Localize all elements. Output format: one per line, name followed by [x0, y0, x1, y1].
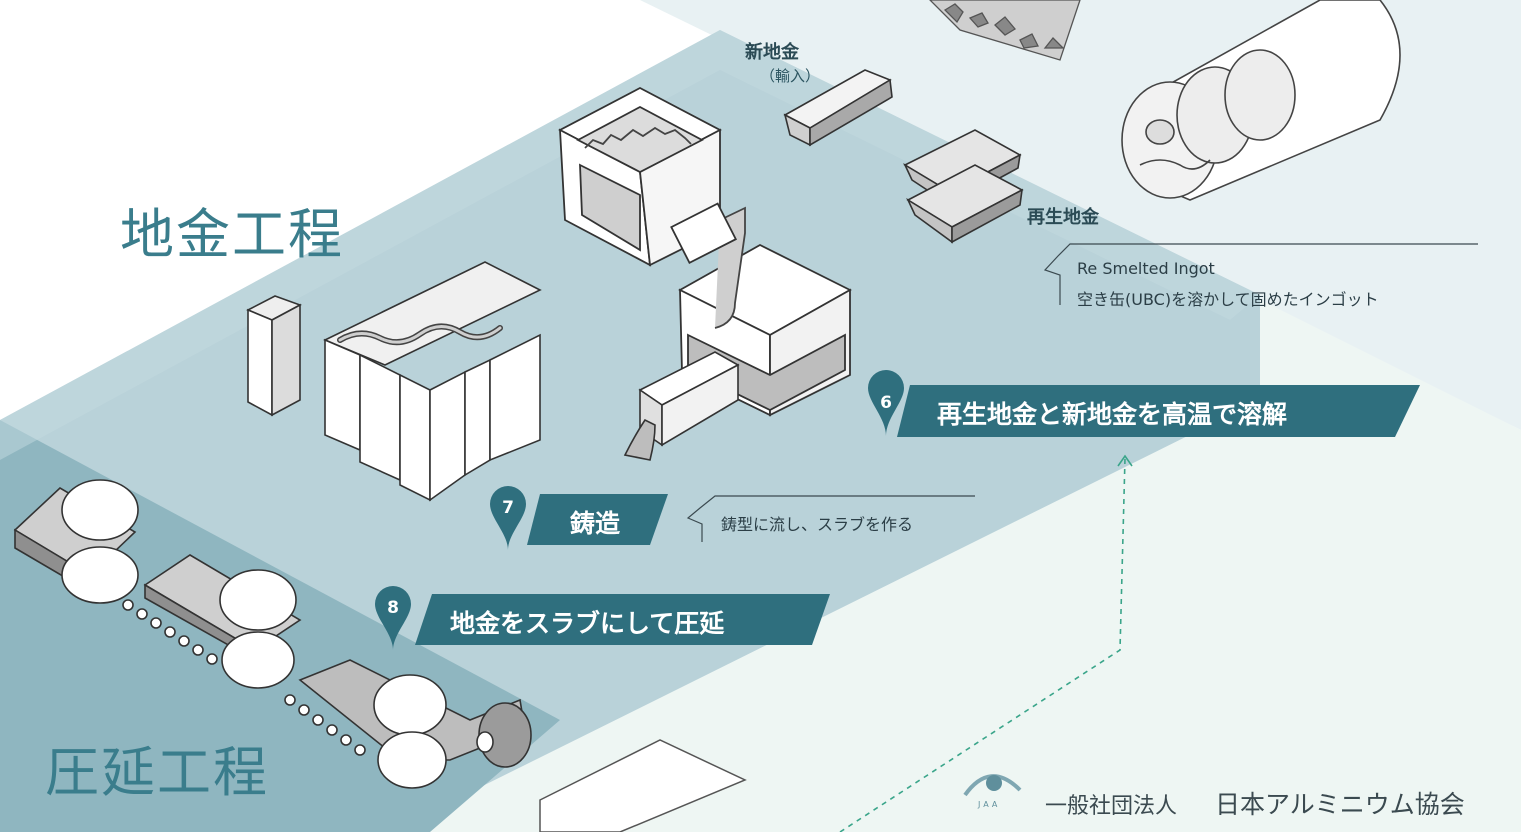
jaa-logo-icon: [963, 774, 1022, 797]
primary-ingot-icon: [783, 69, 893, 147]
ingot-process-title: 地金工程: [120, 203, 344, 266]
rolling-mill-3-icon: [284, 659, 532, 789]
step-8-banner: [415, 594, 830, 645]
next-process-box-icon: [539, 739, 747, 832]
step-7-number: 7: [502, 498, 514, 518]
melting-furnace-icon: [558, 86, 722, 267]
arrow-head-icon: [1117, 454, 1133, 467]
casting-mold-icon: [246, 261, 542, 502]
rolling-process-title: 圧延工程: [45, 741, 269, 804]
primary-ingot-label: 新地金: [745, 42, 799, 63]
step-6-banner: [897, 385, 1420, 437]
step-8-number: 8: [387, 598, 399, 618]
step-6-pin-icon: [868, 370, 904, 436]
step-8-pin-icon: [375, 586, 411, 650]
rolling-mill-2-icon: [122, 554, 302, 689]
org-type: 一般社団法人: [1045, 794, 1178, 819]
step-6-number: 6: [880, 393, 892, 413]
jaa-logo-text: JAA: [978, 800, 1001, 809]
recycled-ingot-label: 再生地金: [1027, 207, 1099, 228]
primary-ingot-sublabel: （輸入）: [760, 67, 821, 85]
step-7-banner: [527, 494, 668, 545]
step-8-label: 地金をスラブにして圧延: [450, 609, 725, 638]
step-7-pin-icon: [490, 486, 526, 550]
rolling-mill-1-icon: [13, 479, 139, 604]
recycled-callout-line: [1043, 243, 1478, 305]
crushed-cans-icon: [929, 0, 1081, 61]
recycled-callout-title: Re Smelted Ingot: [1077, 259, 1215, 278]
rotary-drum-icon: [1121, 0, 1401, 201]
casting-callout-line: [686, 495, 975, 542]
step-7-label: 鋳造: [570, 509, 621, 538]
launder-icon: [623, 351, 740, 461]
step-6-label: 再生地金と新地金を高温で溶解: [937, 400, 1288, 429]
org-name: 日本アルミニウム協会: [1215, 790, 1465, 819]
recycled-ingot-icon: [903, 129, 1024, 244]
recycled-callout-description: 空き缶(UBC)を溶かして固めたインゴット: [1077, 290, 1379, 309]
process-flow-arrow: [839, 457, 1126, 832]
step-7-note: 鋳型に流し、スラブを作る: [721, 515, 914, 534]
